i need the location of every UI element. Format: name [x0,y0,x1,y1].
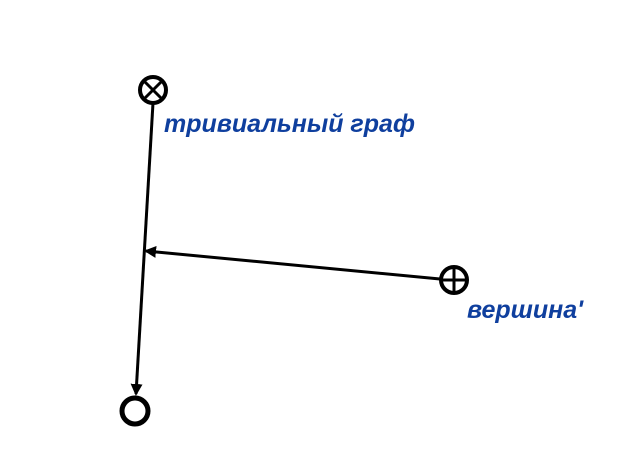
label-trivial-graph: тривиальный граф [164,110,415,138]
circle-plus-icon [439,265,469,295]
open-circle-icon [119,395,151,427]
label-vertex: вершина' [467,296,584,324]
edge-right-to-main [144,245,441,281]
circle-times-icon [138,75,168,105]
edge-top-to-bottom [130,102,155,396]
